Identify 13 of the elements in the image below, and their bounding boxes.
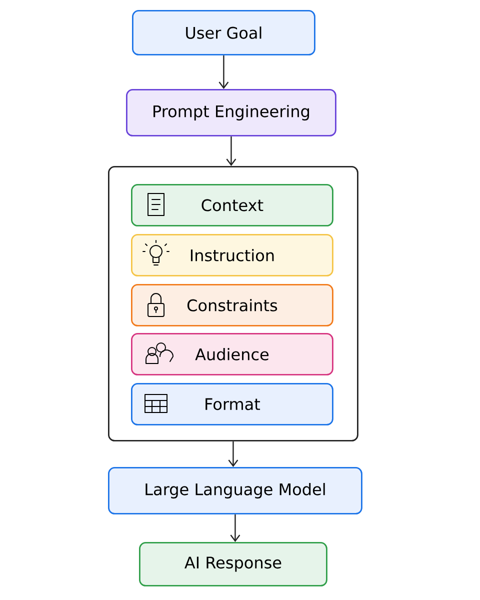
process-box: AI Response	[139, 542, 328, 586]
component-box: Instruction	[131, 234, 334, 276]
component-box: Constraints	[131, 284, 334, 326]
arrow	[226, 136, 236, 166]
arrow	[218, 55, 229, 89]
arrow	[230, 514, 240, 542]
process-box: Large Language Model	[108, 467, 362, 514]
process-box: Prompt Engineering	[126, 89, 336, 136]
arrow	[228, 441, 238, 467]
component-box: Context	[131, 184, 334, 226]
component-box: Format	[131, 383, 334, 426]
process-box: User Goal	[132, 10, 316, 56]
component-box: Audience	[131, 333, 334, 376]
